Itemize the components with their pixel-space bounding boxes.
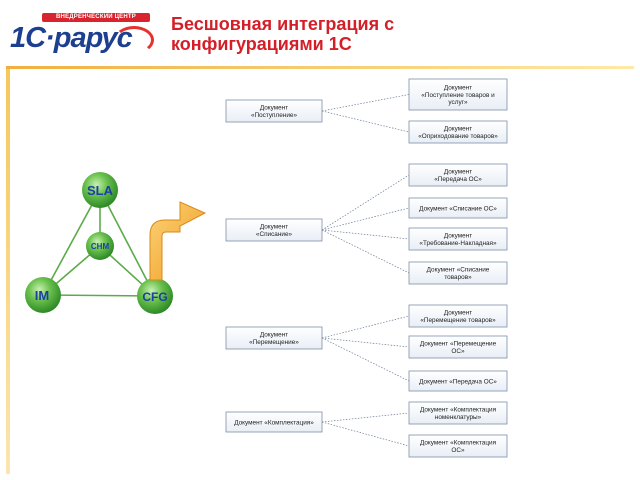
target-doc-1-3-text-0: Документ «Списание [427,267,490,274]
logo-swoosh-icon [114,26,154,54]
target-doc-1-2: Документ«Требование-Накладная» [408,227,508,251]
header-divider [6,66,634,69]
slide-title: Бесшовная интеграция с конфигурациями 1С [171,14,471,54]
target-doc-3-1-text-0: Документ «Комплектация [420,440,497,447]
target-doc-1-0-text-1: «Передача ОС» [434,176,482,183]
logo-wordmark: 1С·рарус [10,22,133,54]
curved-arrow-icon [149,201,207,281]
connector-1-1 [321,207,410,231]
target-doc-1-0: Документ«Передача ОС» [408,163,508,187]
target-doc-2-0-text-0: Документ [444,310,472,317]
node-chm: CHM [86,232,114,260]
node-chm-label: CHM [91,242,110,251]
edge-top-left [42,189,101,296]
target-doc-0-0-text-1: «Поступление товаров и [421,92,495,99]
connector-1-2 [321,229,410,240]
target-doc-3-0-text-0: Документ «Комплектация [420,407,497,414]
source-doc-0: Документ«Поступление» [225,99,323,123]
target-doc-1-1-text-0: Документ «Списание ОС» [419,205,497,212]
source-doc-0-text-0: Документ [260,105,288,112]
connector-3-1 [321,421,410,447]
target-doc-0-0-text-2: услуг» [448,99,468,106]
target-doc-2-1-text-1: ОС» [451,348,465,355]
target-doc-0-1-text-1: «Оприходование товаров» [418,133,498,140]
target-doc-3-0-text-1: номенклатуры» [435,414,482,421]
connector-3-0 [321,412,410,423]
target-doc-2-1-text-0: Документ «Перемещение [420,341,497,348]
node-sla-label: SLA [87,183,114,198]
target-doc-2-2: Документ «Передача ОС» [408,370,508,392]
source-doc-2-text-0: Документ [260,332,288,339]
edge-top-right [99,189,156,297]
source-doc-1-text-0: Документ [260,224,288,231]
document-mapping: Документ«Поступление»Документ«Поступлени… [225,78,508,458]
target-doc-2-0: Документ«Перемещение товаров» [408,304,508,328]
node-im: IM [25,277,61,313]
source-doc-1: Документ«Списание» [225,218,323,242]
node-sla: SLA [82,172,118,208]
target-doc-1-3-text-1: товаров» [444,274,472,281]
target-doc-0-1-text-0: Документ [444,126,472,133]
connector-2-0 [321,315,410,339]
target-doc-3-1-text-1: ОС» [451,447,465,454]
connector-0-0 [321,94,410,112]
node-cfg-label: CFG [142,290,167,304]
title-line-1: Бесшовная интеграция с [171,14,395,34]
source-doc-2-text-1: «Перемещение» [249,339,299,346]
edge-left-right [42,294,156,297]
source-doc-3-text-0: Документ «Комплектация» [234,419,314,426]
source-doc-0-text-1: «Поступление» [251,112,297,119]
header-band [0,0,640,66]
logo-tagline: ВНЕДРЕНЧЕСКИЙ ЦЕНТР [42,13,150,22]
connector-2-1 [321,337,410,348]
connector-2-2 [321,337,410,382]
source-doc-2: Документ«Перемещение» [225,326,323,350]
title-line-2: конфигурациями 1С [171,34,352,54]
company-logo: ВНЕДРЕНЧЕСКИЙ ЦЕНТР 1С·рарус [8,8,158,56]
target-doc-1-1: Документ «Списание ОС» [408,197,508,219]
target-doc-1-2-text-0: Документ [444,233,472,240]
source-doc-1-text-1: «Списание» [256,231,293,238]
node-im-label: IM [35,288,49,303]
connector-1-0 [321,174,410,231]
target-doc-1-2-text-1: «Требование-Накладная» [419,239,497,247]
node-cfg: CFG [137,278,173,314]
source-doc-3: Документ «Комплектация» [225,411,323,433]
target-doc-2-2-text-0: Документ «Передача ОС» [419,378,497,385]
connector-0-1 [321,110,410,133]
connector-1-3 [321,229,410,274]
target-doc-0-1: Документ«Оприходование товаров» [408,120,508,144]
target-doc-2-0-text-1: «Перемещение товаров» [420,317,496,324]
target-doc-0-0-text-0: Документ [444,84,472,91]
left-accent-bar [6,69,10,474]
target-doc-1-0-text-0: Документ [444,169,472,176]
